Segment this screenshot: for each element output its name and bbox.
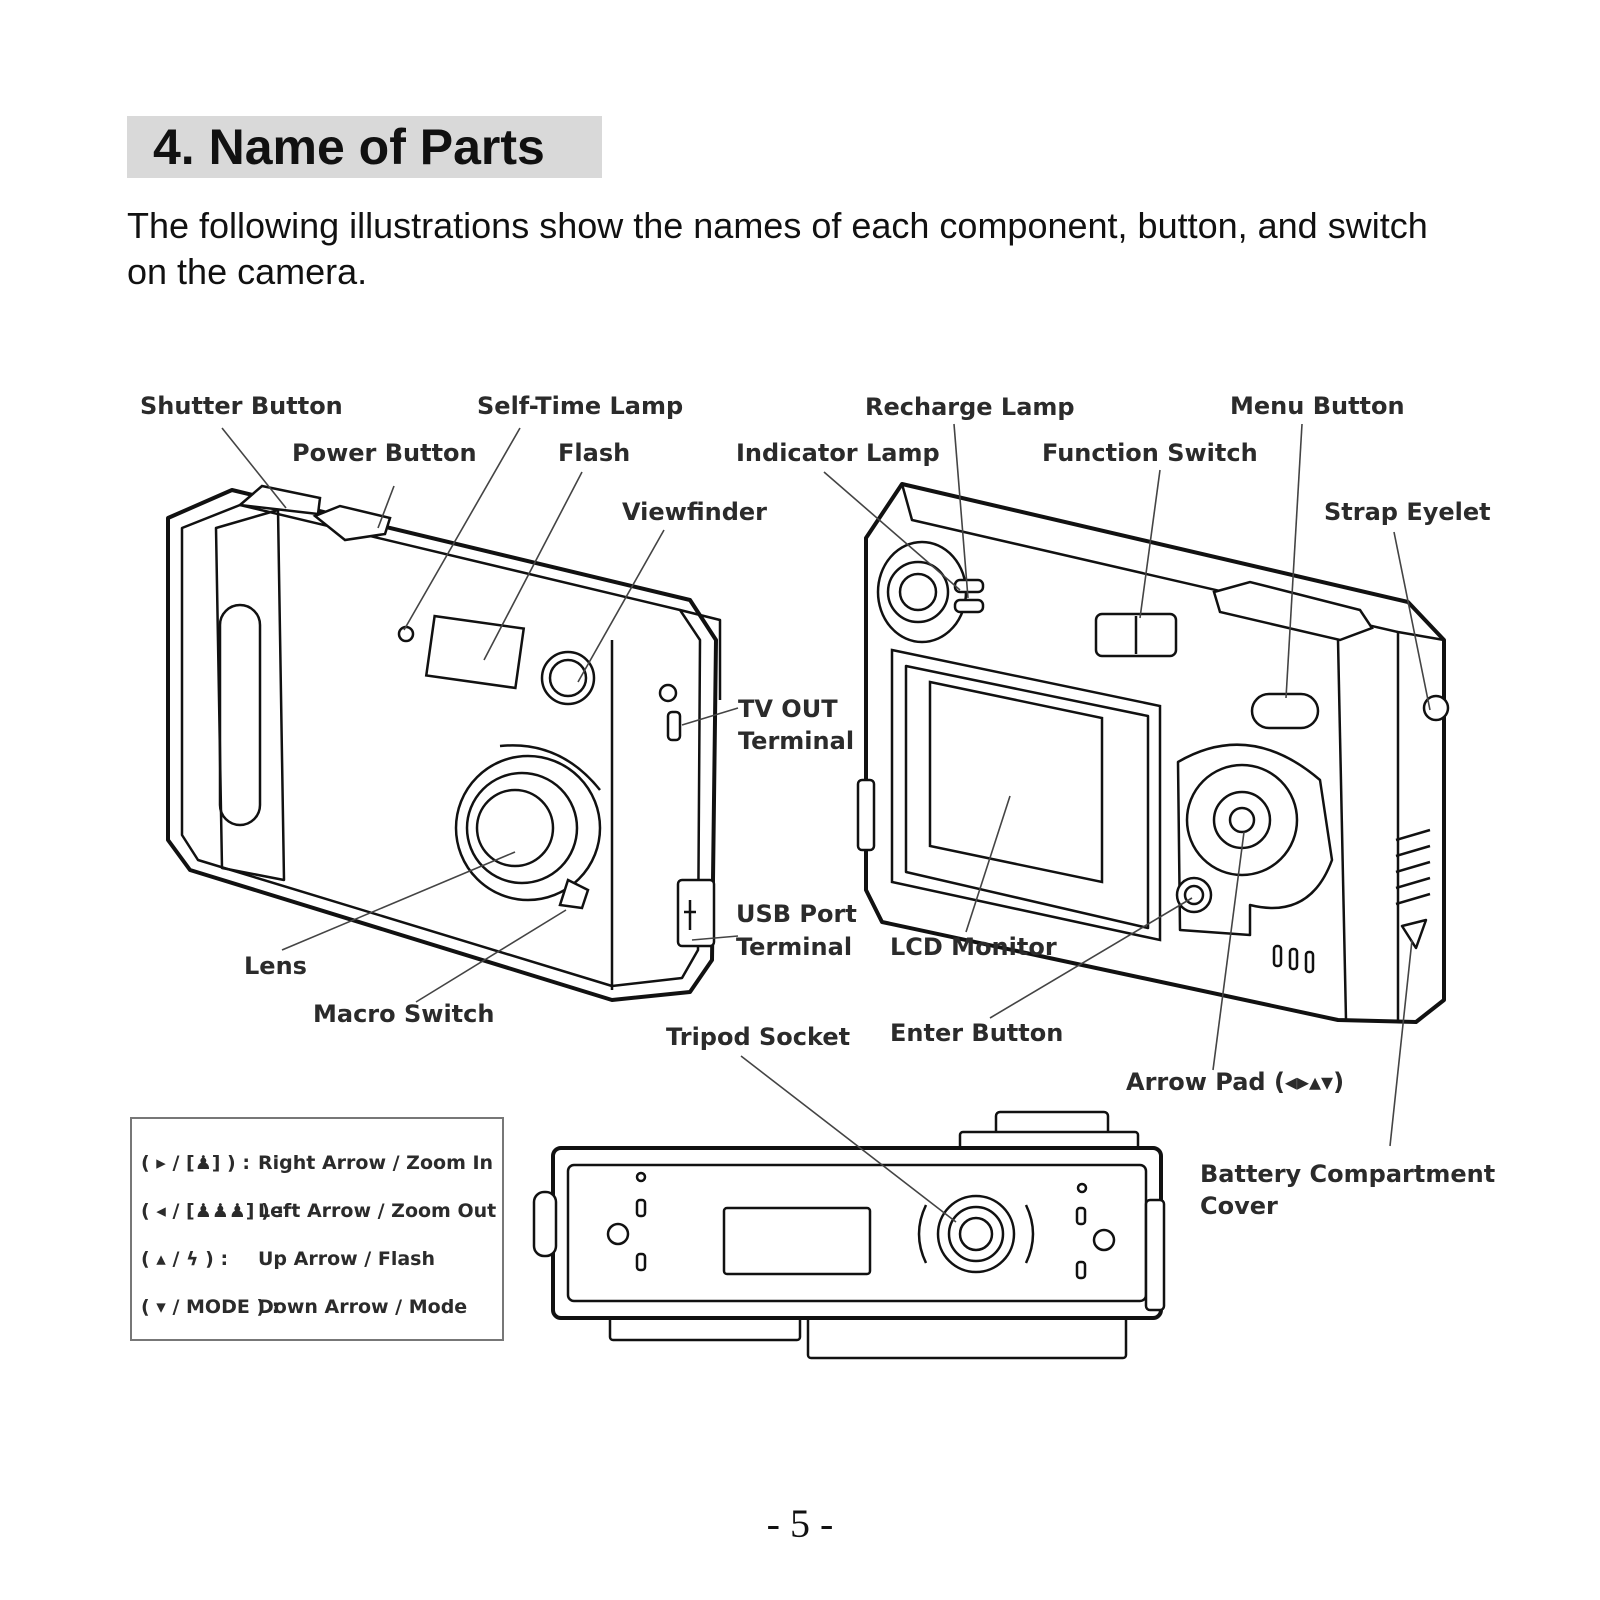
section-heading: 4. Name of Parts <box>127 116 602 178</box>
label-indicator-lamp: Indicator Lamp <box>736 439 940 467</box>
label-tv-out-line1: TV OUT <box>738 695 838 723</box>
legend-row-1-text: Right Arrow / Zoom In <box>258 1152 493 1174</box>
intro-paragraph: The following illustrations show the nam… <box>127 205 1428 292</box>
label-battery-cover-line1: Battery Compartment <box>1200 1160 1495 1188</box>
page-number: - 5 - <box>766 1501 834 1546</box>
label-usb-port-line2: Terminal <box>736 933 852 961</box>
label-lcd-monitor: LCD Monitor <box>890 933 1057 961</box>
front-camera-drawing <box>166 484 722 1002</box>
legend-row-3-text: Up Arrow / Flash <box>258 1248 435 1270</box>
label-menu-button: Menu Button <box>1230 392 1405 420</box>
label-power-button: Power Button <box>292 439 477 467</box>
label-usb-port-line1: USB Port <box>736 900 857 928</box>
legend-row-2-keys: ( ◂ / [♟♟♟] ) : <box>141 1200 284 1222</box>
label-viewfinder: Viewfinder <box>622 498 767 526</box>
label-shutter-button: Shutter Button <box>140 392 343 420</box>
leader-lines <box>221 423 1431 1223</box>
label-tripod-socket: Tripod Socket <box>666 1023 850 1051</box>
label-tv-out-line2: Terminal <box>738 727 854 755</box>
legend-row-2-text: Left Arrow / Zoom Out <box>258 1200 496 1222</box>
legend-row-4-keys: ( ▾ / MODE ) : <box>141 1296 279 1318</box>
back-camera-drawing <box>856 482 1450 1024</box>
label-flash: Flash <box>558 439 630 467</box>
label-lens: Lens <box>244 952 307 980</box>
label-strap-eyelet: Strap Eyelet <box>1324 498 1491 526</box>
label-function-switch: Function Switch <box>1042 439 1258 467</box>
bottom-camera-drawing <box>532 1110 1166 1360</box>
label-enter-button: Enter Button <box>890 1019 1063 1047</box>
part-labels: Shutter Button Power Button Self-Time La… <box>140 392 1495 1220</box>
label-recharge-lamp: Recharge Lamp <box>865 393 1075 421</box>
legend-row-3-keys: ( ▴ / ϟ ) : <box>141 1248 228 1270</box>
label-self-time-lamp: Self-Time Lamp <box>477 392 683 420</box>
label-arrow-pad: Arrow Pad (◂▸▴▾) <box>1126 1068 1344 1096</box>
legend-row-1-keys: ( ▸ / [♟] ) : <box>141 1152 250 1174</box>
legend-row-4-text: Down Arrow / Mode <box>258 1296 467 1318</box>
label-macro-switch: Macro Switch <box>313 1000 494 1028</box>
arrow-pad-legend: ( ▸ / [♟] ) : Right Arrow / Zoom In ( ◂ … <box>130 1117 504 1341</box>
label-battery-cover-line2: Cover <box>1200 1192 1278 1220</box>
